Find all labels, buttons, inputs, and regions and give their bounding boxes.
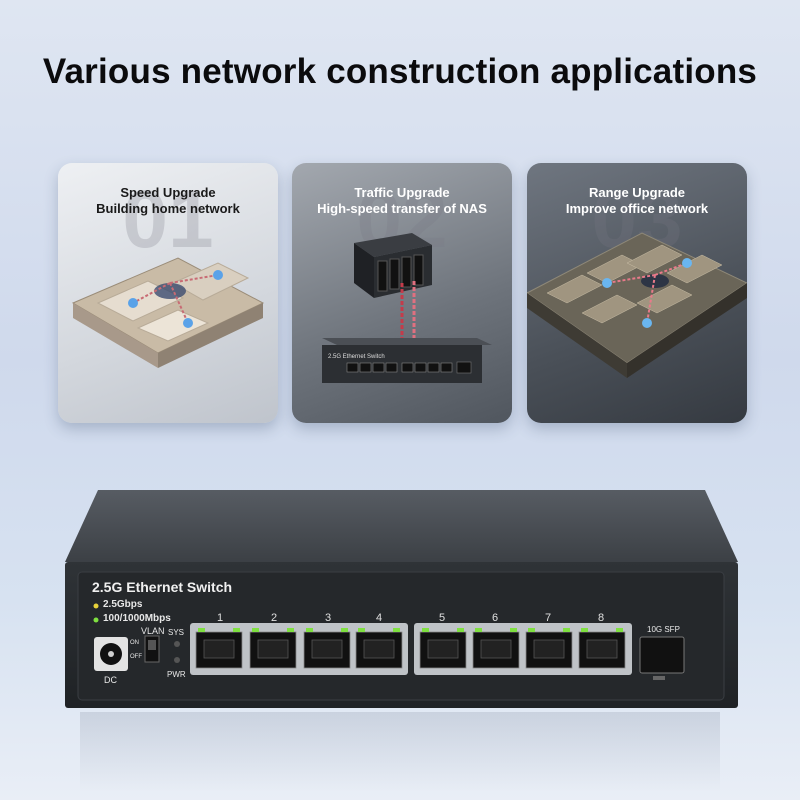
port-led-green — [358, 628, 365, 632]
port-number: 1 — [216, 612, 224, 624]
port-led-green — [581, 628, 588, 632]
legend-2.5g: 2.5Gbps — [103, 599, 143, 610]
port-number: 6 — [491, 612, 499, 624]
rj45-port-socket — [203, 639, 235, 659]
card-title: Speed Upgrade — [120, 185, 216, 200]
port-led-green — [198, 628, 205, 632]
card-subtitle: High-speed transfer of NAS — [317, 201, 487, 216]
port-led-green — [287, 628, 294, 632]
card-title: Range Upgrade — [588, 185, 686, 200]
rj45-port-socket — [311, 639, 343, 659]
rj45-port-socket — [363, 639, 395, 659]
headline: Various network construction application… — [42, 52, 758, 91]
rj45-port-socket — [427, 639, 459, 659]
card-subtitle: Building home network — [96, 201, 240, 216]
pwr-label: PWR — [167, 670, 186, 679]
sfp-label: 10G SFP — [647, 625, 680, 634]
nas-and-switch-illustration: 2.5G Ethernet Switch — [322, 233, 492, 383]
port-number: 2 — [270, 612, 278, 624]
port-led-green — [616, 628, 623, 632]
office-floorplan-illustration — [527, 232, 747, 378]
vlan-label: VLAN — [141, 626, 165, 636]
vlan-off-label: OFF — [130, 654, 142, 660]
port-led-green — [233, 628, 240, 632]
port-led-green — [475, 628, 482, 632]
port-number: 3 — [324, 612, 332, 624]
card-speed-upgrade: 01 Speed Upgrade Building home network — [58, 163, 278, 423]
rj45-port-socket — [257, 639, 289, 659]
port-led-green — [457, 628, 464, 632]
card-traffic-upgrade: 02 Traffic Upgrade High-speed transfer o… — [292, 163, 512, 423]
port-number: 4 — [375, 612, 383, 624]
home-floorplan-illustration — [71, 257, 265, 368]
port-number: 5 — [438, 612, 446, 624]
legend-100m: 100/1000Mbps — [103, 613, 171, 624]
switch-model-label: 2.5G Ethernet Switch — [92, 579, 233, 595]
card-title: Traffic Upgrade — [354, 185, 450, 200]
sys-label: SYS — [168, 628, 185, 637]
vlan-on-label: ON — [130, 640, 139, 646]
rj45-port-socket — [586, 639, 618, 659]
port-number: 7 — [544, 612, 552, 624]
port-led-green — [422, 628, 429, 632]
port-led-green — [306, 628, 313, 632]
port-led-green — [252, 628, 259, 632]
port-led-green — [393, 628, 400, 632]
port-led-green — [528, 628, 535, 632]
port-led-green — [510, 628, 517, 632]
rj45-port-socket — [533, 639, 565, 659]
card-range-upgrade: 03 Range Upgrade Improve office network — [527, 163, 747, 423]
port-number: 8 — [597, 612, 605, 624]
switch-reflection — [80, 712, 720, 792]
card-subtitle: Improve office network — [565, 201, 709, 216]
card-number: 01 — [122, 174, 214, 265]
port-led-green — [563, 628, 570, 632]
rj45-port-socket — [480, 639, 512, 659]
mini-switch-label: 2.5G Ethernet Switch — [328, 354, 385, 360]
port-led-green — [341, 628, 348, 632]
dc-label: DC — [104, 675, 117, 685]
